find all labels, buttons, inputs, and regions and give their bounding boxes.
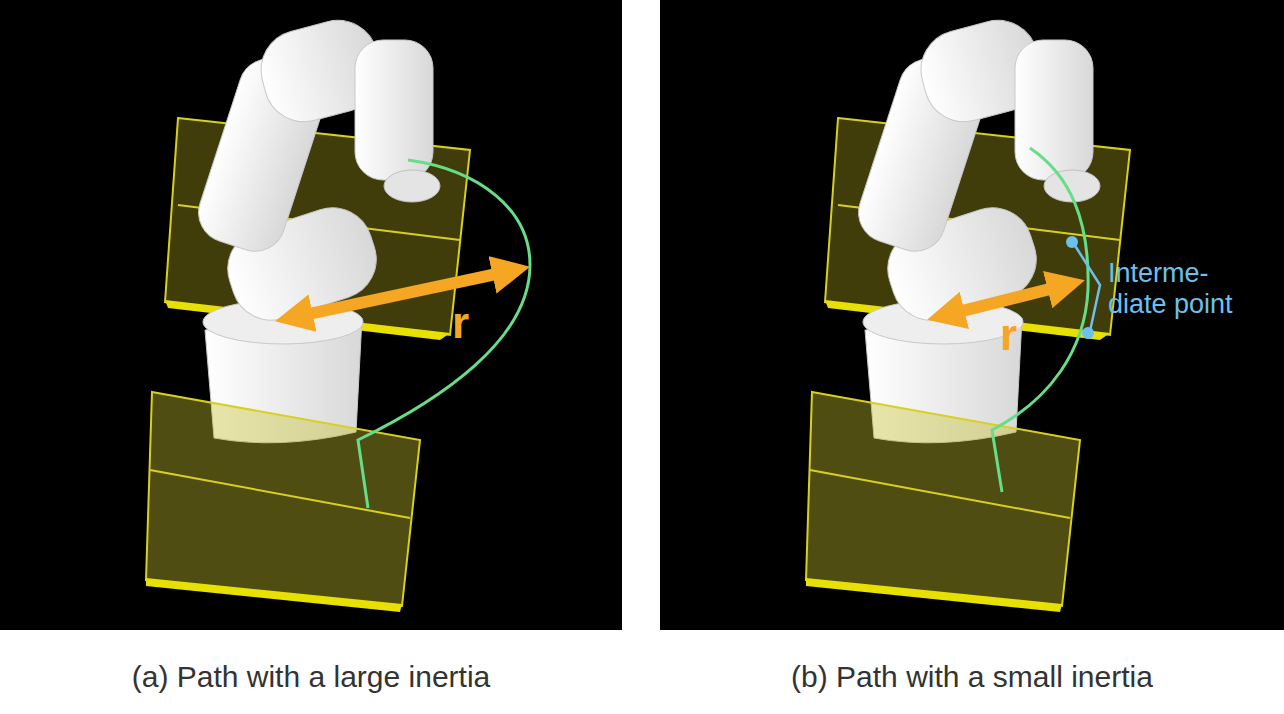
panel-caption: (a) Path with a large inertia [132,660,491,695]
panel-background [0,0,622,630]
robot-scene [806,11,1130,612]
callout-label: Interme- diate point [1108,258,1258,320]
motion-path [358,160,530,508]
motion-path [992,148,1088,492]
panel-background [660,0,1284,630]
radius-label: r [452,298,469,349]
radius-label: r [1000,310,1017,361]
intermediate-point [1082,327,1094,339]
panel-caption: (b) Path with a small inertia [791,660,1153,695]
radius-arrow [290,270,515,318]
callout-leader [1074,244,1100,331]
